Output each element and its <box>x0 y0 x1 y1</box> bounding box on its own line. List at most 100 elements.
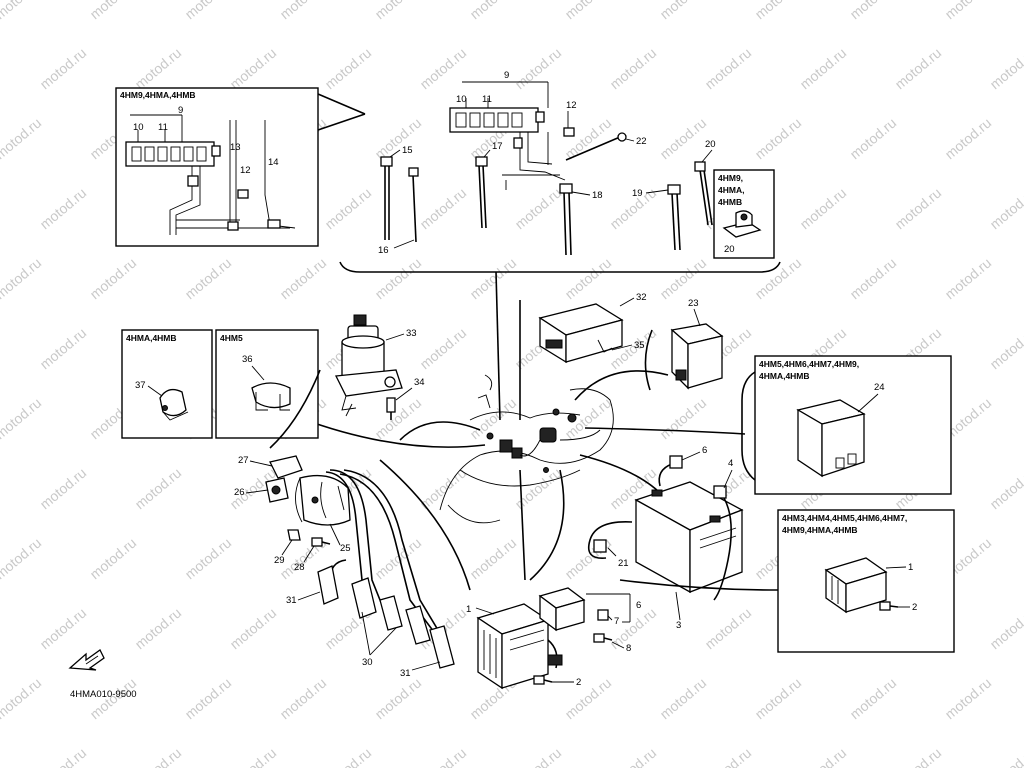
watermark-text: motod.ru <box>657 395 710 443</box>
inset-rectifier-line1: 4HM3,4HM4,4HM5,4HM6,4HM7, <box>782 513 907 523</box>
watermark-text: motod.ru <box>987 185 1024 233</box>
watermark-text: motod.ru <box>37 745 90 768</box>
watermark-text: motod.ru <box>87 255 140 303</box>
cable-tie-16 <box>408 167 419 243</box>
callout-8: 8 <box>626 643 631 654</box>
callout-30: 30 <box>362 657 373 668</box>
callout-32: 32 <box>636 292 647 303</box>
callout-16: 16 <box>378 245 389 256</box>
watermark-text: motod.ru <box>0 255 44 303</box>
watermark-text: motod.ru <box>657 255 710 303</box>
watermark-text: motod.ru <box>987 605 1024 653</box>
inset-clamp-36: 4HM5 36 <box>215 329 319 439</box>
motorcycle-frame <box>299 300 746 591</box>
cable-tie-20 <box>694 161 713 226</box>
watermark-text: motod.ru <box>322 745 375 768</box>
watermark-text: motod.ru <box>892 745 945 768</box>
callout-9: 9 <box>504 70 509 81</box>
callout-18: 18 <box>592 190 603 201</box>
ignition-coil-group: 27 26 25 29 28 31 30 31 <box>234 455 455 679</box>
callout-14: 14 <box>268 157 279 168</box>
watermark-text: motod.ru <box>607 605 660 653</box>
inset-20-line2: 4HMA, <box>718 185 744 195</box>
watermark-text: motod.ru <box>942 675 995 723</box>
watermark-text: motod.ru <box>607 745 660 768</box>
watermark-text: motod.ru <box>607 45 660 93</box>
inset-clip-20: 4HM9, 4HMA, 4HMB 20 <box>713 169 775 259</box>
callout-1: 1 <box>466 604 471 615</box>
callout-10: 10 <box>133 122 144 133</box>
watermark-text: motod.ru <box>227 605 280 653</box>
diagram-code: 4HMA010-9500 <box>70 689 137 700</box>
watermark-text: motod.ru <box>372 115 425 163</box>
watermark-text: motod.ru <box>0 115 44 163</box>
callout-35: 35 <box>634 340 645 351</box>
watermark-text: motod.ru <box>942 115 995 163</box>
bolt-34: 34 <box>386 377 425 420</box>
watermark-text: motod.ru <box>702 45 755 93</box>
cable-tie-17 <box>475 156 488 229</box>
watermark-text: motod.ru <box>657 675 710 723</box>
watermark-text: motod.ru <box>702 605 755 653</box>
watermark-text: motod.ru <box>0 395 44 443</box>
callout-20: 20 <box>705 139 716 150</box>
callout-20: 20 <box>724 244 735 255</box>
callout-2: 2 <box>576 677 581 688</box>
watermark-text: motod.ru <box>37 45 90 93</box>
watermark-text: motod.ru <box>37 605 90 653</box>
watermark-text: motod.ru <box>752 0 805 22</box>
front-direction-arrow <box>68 649 105 671</box>
inset-37-caption: 4HMA,4HMB <box>126 333 177 343</box>
watermark-text: motod.ru <box>227 45 280 93</box>
inset-relay-24: 4HM5,4HM6,4HM7,4HM9, 4HMA,4HMB 24 <box>741 355 952 495</box>
inset-rectifier-line2: 4HM9,4HMA,4HMB <box>782 525 858 535</box>
watermark-text: motod.ru <box>467 0 520 22</box>
callout-11: 11 <box>482 94 492 105</box>
watermark-text: motod.ru <box>467 255 520 303</box>
battery-group: 6 4 21 3 <box>587 445 744 631</box>
watermark-text: motod.ru <box>227 745 280 768</box>
relay-23: 23 <box>644 298 724 391</box>
inset-20-line1: 4HM9, <box>718 173 743 183</box>
callout-26: 26 <box>234 487 245 498</box>
inset-top-left: 4HM9,4HMA,4HMB 9 10 11 12 13 14 <box>115 87 366 247</box>
watermark-text: motod.ru <box>797 745 850 768</box>
watermark-text: motod.ru <box>657 0 710 22</box>
watermark-text: motod.ru <box>0 0 44 22</box>
watermark-text: motod.ru <box>182 675 235 723</box>
watermark-text: motod.ru <box>37 185 90 233</box>
cdi-unit-32: 32 35 <box>538 292 647 364</box>
inset-24-line1: 4HM5,4HM6,4HM7,4HM9, <box>759 359 859 369</box>
watermark-text: motod.ru <box>987 745 1024 768</box>
watermark-text: motod.ru <box>512 745 565 768</box>
callout-31: 31 <box>400 668 411 679</box>
watermark-text: motod.ru <box>87 535 140 583</box>
watermark-text: motod.ru <box>417 45 470 93</box>
watermark-text: motod.ru <box>562 115 615 163</box>
watermark-text: motod.ru <box>87 0 140 22</box>
inset-24-line2: 4HMA,4HMB <box>759 371 810 381</box>
inset-clamp-37: 4HMA,4HMB 37 <box>121 329 213 439</box>
callout-27: 27 <box>238 455 249 466</box>
callout-1: 1 <box>908 562 913 573</box>
callout-34: 34 <box>414 377 425 388</box>
callout-13: 13 <box>230 142 241 153</box>
cable-tie-18 <box>559 183 573 256</box>
watermark-text: motod.ru <box>797 185 850 233</box>
callout-22: 22 <box>636 136 647 147</box>
watermark-text: motod.ru <box>417 745 470 768</box>
callout-7: 7 <box>614 616 619 627</box>
callout-21: 21 <box>618 558 629 569</box>
callout-4: 4 <box>728 458 733 469</box>
watermark-text: motod.ru <box>277 255 330 303</box>
callout-2: 2 <box>912 602 917 613</box>
callout-19: 19 <box>632 188 643 199</box>
watermark-text: motod.ru <box>417 185 470 233</box>
watermark-text: motod.ru <box>752 115 805 163</box>
callout-11: 11 <box>158 122 168 133</box>
top-harness-group: 9 10 11 12 15 16 17 18 19 20 22 <box>339 70 781 421</box>
callout-23: 23 <box>688 298 699 309</box>
cable-tie-15 <box>380 156 393 240</box>
watermark-text: motod.ru <box>942 0 995 22</box>
watermark-text: motod.ru <box>37 465 90 513</box>
